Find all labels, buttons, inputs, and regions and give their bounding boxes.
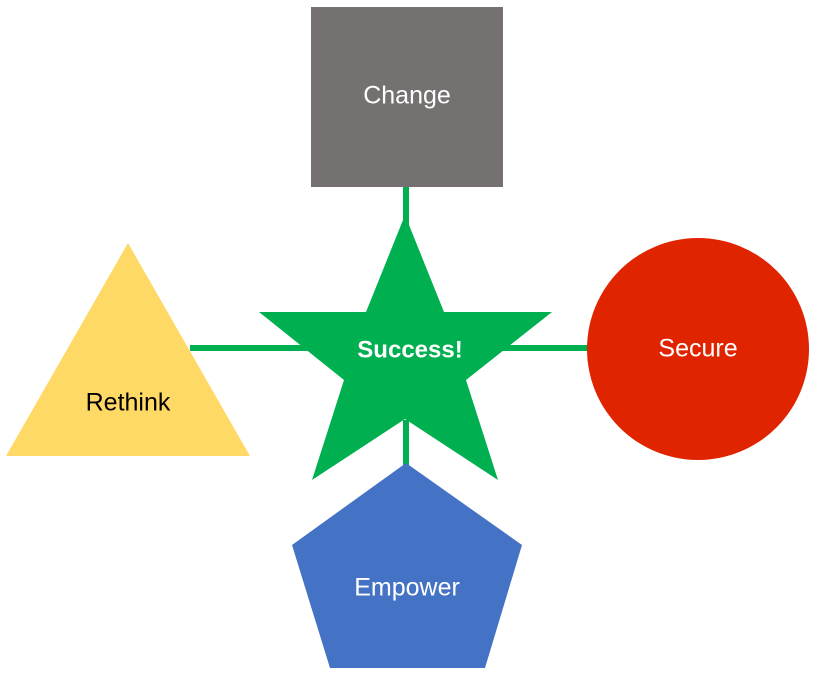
rethink-label: Rethink [86,389,171,417]
empower-label: Empower [354,574,460,602]
empower-pentagon [292,463,522,668]
change-label: Change [363,82,451,110]
secure-label: Secure [658,335,737,363]
success-star [259,215,552,480]
node-rethink: Rethink [6,243,250,456]
success-label: Success! [357,336,462,363]
secure-circle [587,238,809,460]
change-square [311,7,503,187]
node-change: Change [311,7,503,187]
node-secure: Secure [587,238,809,460]
rethink-triangle [6,243,250,456]
node-success: Success! [259,215,552,480]
node-empower: Empower [292,463,522,668]
